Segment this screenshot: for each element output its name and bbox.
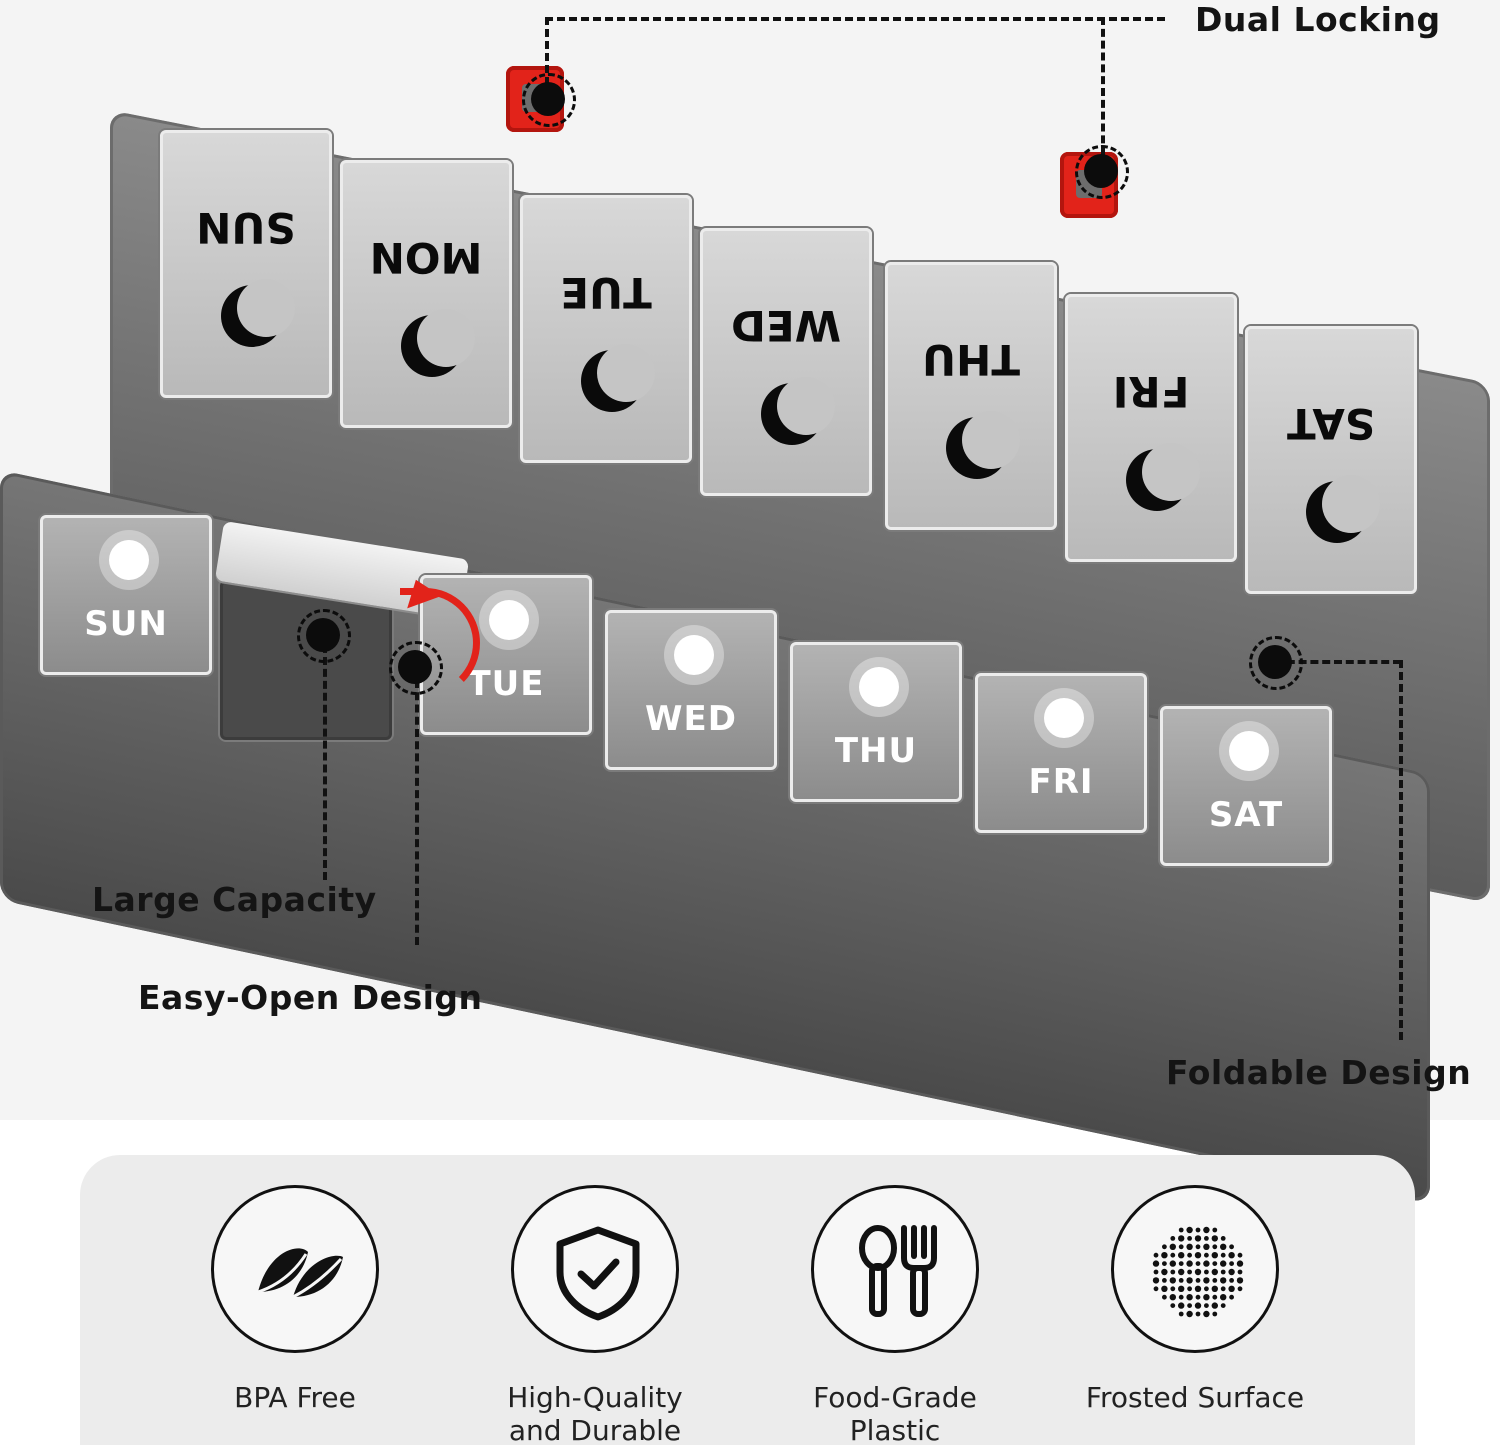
callout-marker-icon [297, 609, 351, 663]
leaf-icon [211, 1185, 379, 1353]
feature-label: Food-Grade Plastic [813, 1381, 977, 1445]
callout-line [1275, 660, 1401, 664]
sun-icon [859, 667, 899, 707]
day-label: TUE [467, 664, 545, 704]
features-panel: BPA Free High-Quality and Durable Food-G… [80, 1155, 1415, 1445]
feature-label: Frosted Surface [1085, 1381, 1305, 1414]
day-compartment-thu: THU [790, 642, 962, 802]
open-arrow-icon [400, 588, 480, 698]
feature-frosted: Frosted Surface [1065, 1185, 1325, 1414]
callout-line [415, 680, 419, 945]
day-label: SAT [1286, 399, 1376, 448]
day-compartment-fri: FRI [975, 673, 1147, 833]
night-compartment-tue: TUE [520, 195, 692, 463]
night-compartment-wed: WED [700, 228, 872, 496]
moon-icon [221, 279, 295, 347]
feature-label: High-Quality and Durable [507, 1381, 683, 1445]
shield-check-icon [511, 1185, 679, 1353]
day-compartment-sat: SAT [1160, 706, 1332, 866]
moon-icon [1306, 475, 1380, 543]
large-capacity-label: Large Capacity [92, 880, 377, 919]
spoon-fork-icon [811, 1185, 979, 1353]
day-label: WED [731, 301, 841, 350]
moon-icon [1126, 443, 1200, 511]
callout-line [545, 17, 1165, 21]
callout-line [323, 645, 327, 880]
night-compartment-sat: SAT [1245, 326, 1417, 594]
moon-icon [581, 344, 655, 412]
day-label: SUN [196, 203, 296, 252]
sun-icon [1229, 731, 1269, 771]
sun-icon [109, 540, 149, 580]
feature-food-grade: Food-Grade Plastic [765, 1185, 1025, 1445]
feature-bpa-free: BPA Free [165, 1185, 425, 1414]
feature-durable: High-Quality and Durable [465, 1185, 725, 1445]
night-compartment-thu: THU [885, 262, 1057, 530]
day-compartment-mon-open [220, 580, 392, 740]
night-compartment-fri: FRI [1065, 294, 1237, 562]
feature-label: BPA Free [234, 1381, 356, 1414]
dot-grid-icon [1111, 1185, 1279, 1353]
night-compartment-mon: MON [340, 160, 512, 428]
day-label: TUE [560, 268, 652, 317]
callout-line [1399, 660, 1403, 1040]
day-label: WED [645, 699, 737, 739]
sun-icon [674, 635, 714, 675]
day-label: MON [369, 233, 483, 282]
moon-icon [946, 411, 1020, 479]
day-label: SAT [1208, 795, 1284, 835]
day-compartment-wed: WED [605, 610, 777, 770]
day-compartment-sun: SUN [40, 515, 212, 675]
sun-icon [489, 600, 529, 640]
moon-icon [401, 309, 475, 377]
callout-marker-icon [1249, 636, 1303, 690]
callout-marker-icon [1075, 145, 1129, 199]
day-label: THU [834, 731, 918, 771]
foldable-label: Foldable Design [1166, 1053, 1472, 1092]
callout-line [545, 17, 549, 97]
day-label: FRI [1112, 367, 1190, 416]
easy-open-label: Easy-Open Design [138, 978, 483, 1017]
day-label: SUN [84, 604, 168, 644]
night-compartment-sun: SUN [160, 130, 332, 398]
moon-icon [761, 377, 835, 445]
callout-marker-icon [522, 73, 576, 127]
product-photo: SUN MON TUE WED THU FRI SAT SUN TUE WED [0, 0, 1500, 1120]
callout-line [1101, 17, 1105, 167]
callout-marker-icon [389, 641, 443, 695]
sun-icon [1044, 698, 1084, 738]
day-label: THU [922, 335, 1020, 384]
dual-locking-label: Dual Locking [1195, 0, 1441, 39]
day-label: FRI [1028, 762, 1094, 802]
